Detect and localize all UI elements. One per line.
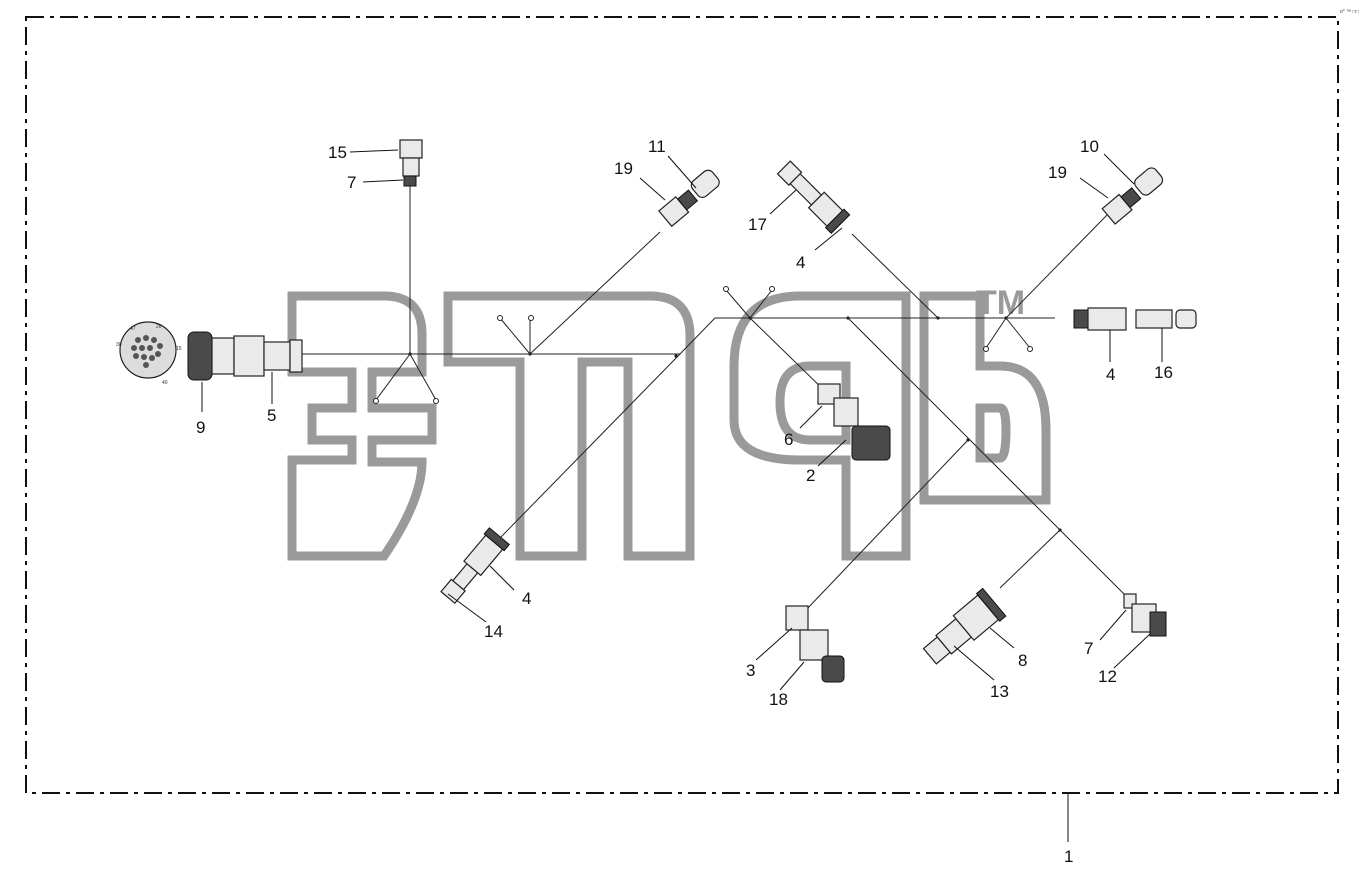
pin-label-26: 26 [156,324,162,330]
watermark-letter-4 [919,291,1051,505]
leader-lines [201,149,1163,842]
pin-label-40: 40 [162,380,168,386]
callout-7-top: 7 [347,173,356,192]
wire-to-3 [805,439,969,611]
assembly-boundary [25,16,1339,794]
callout-4-upper: 4 [796,253,805,272]
callout-5: 5 [267,406,276,425]
watermark-letter-1 [287,291,437,561]
pin-label-15: 15 [176,346,182,352]
watermark-letter-2 [443,291,695,561]
connector-19a-11 [658,169,720,228]
connector-19b-10 [1101,167,1164,225]
callout-14: 14 [484,622,503,641]
callout-9: 9 [196,418,205,437]
callout-19-right: 19 [1048,163,1067,182]
watermark-trademark: TM [976,284,1025,322]
connector-9-round: 47 26 15 30 40 [116,321,182,386]
callout-2: 2 [806,466,815,485]
callout-19-left: 19 [614,159,633,178]
wire-to-4a [851,233,939,319]
watermark: TM [287,284,1051,561]
wire-branch-b [725,289,773,319]
callout-4-lower: 4 [522,589,531,608]
callout-13: 13 [990,682,1009,701]
callout-15: 15 [328,143,347,162]
pin-label-47: 47 [130,326,136,332]
wire-to-7b [847,317,1129,599]
callout-10: 10 [1080,137,1099,156]
callout-4-right: 4 [1106,365,1115,384]
connector-15 [399,139,423,187]
callout-6: 6 [784,430,793,449]
connector-3-18 [785,605,845,683]
callout-11: 11 [648,137,666,156]
callout-17: 17 [748,215,767,234]
wire-branch-a [499,317,531,355]
wire-to-6 [749,317,831,397]
wire-branch-c [985,317,1031,349]
callout-1: 1 [1064,847,1073,866]
wire-to-19a [529,231,661,355]
wire-harness [300,186,1129,611]
wire-to-4c [499,353,681,539]
connector-7-12 [1123,593,1167,637]
connector-17-4a [776,160,851,234]
connector-9-body [187,331,303,381]
connector-4c-14 [440,527,510,605]
callout-labels: 1 2 3 4 4 4 5 6 7 7 8 9 10 11 12 13 14 1… [196,137,1173,866]
pin-label-30: 30 [116,342,122,348]
callout-18: 18 [769,690,788,709]
main-trunk-wire [300,317,1055,355]
connector-13-8 [922,587,1007,665]
corner-mark: o° ™ □□ [1340,9,1359,15]
connector-6-2 [817,383,891,461]
callout-3: 3 [746,661,755,680]
callout-8: 8 [1018,651,1027,670]
wire-splice-y [375,353,437,401]
connector-4b-16 [1073,307,1197,331]
callout-12: 12 [1098,667,1117,686]
wire-to-19b [1005,213,1109,319]
callout-16: 16 [1154,363,1173,382]
callout-7-right: 7 [1084,639,1093,658]
wire-to-8 [999,529,1061,589]
